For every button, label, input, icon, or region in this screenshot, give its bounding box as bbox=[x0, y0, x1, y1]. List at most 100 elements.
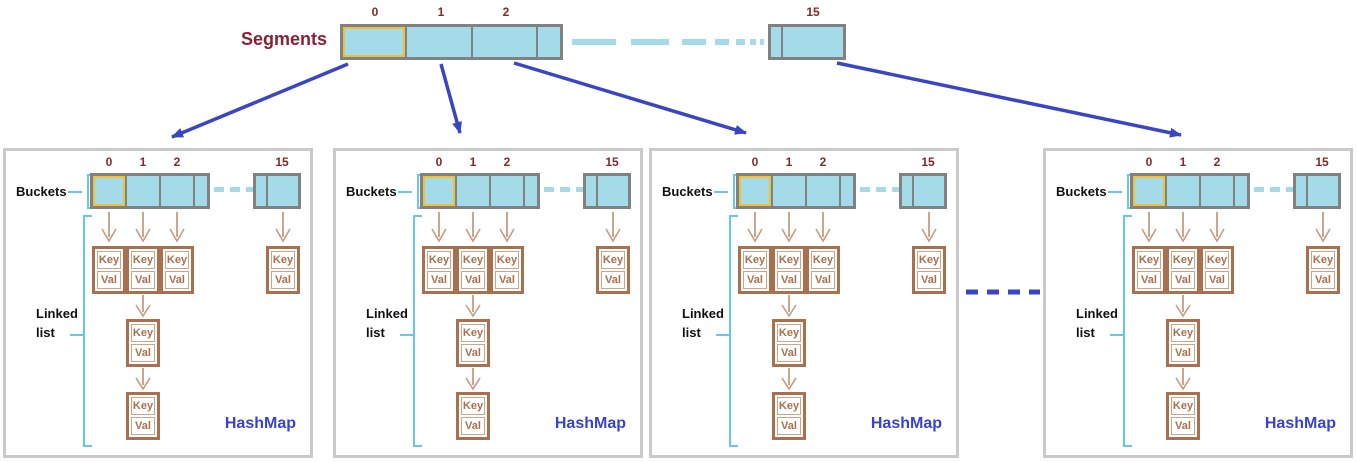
linked-list-bracket bbox=[413, 215, 422, 447]
entry-key: Key bbox=[777, 251, 801, 269]
segments-ellipsis bbox=[572, 39, 764, 45]
entry-val: Val bbox=[461, 344, 485, 362]
entry-node: Key Val bbox=[806, 246, 840, 294]
buckets-connector bbox=[68, 191, 82, 193]
bucket-array-tail bbox=[583, 173, 631, 209]
entry-val: Val bbox=[427, 271, 451, 289]
entry-val: Val bbox=[1171, 271, 1195, 289]
entry-node: Key Val bbox=[1200, 246, 1234, 294]
segments-label: Segments bbox=[241, 29, 328, 49]
entry-val: Val bbox=[917, 271, 941, 289]
segment-cell-1 bbox=[407, 27, 473, 57]
entry-node: Key Val bbox=[490, 246, 524, 294]
entry-val: Val bbox=[131, 417, 155, 435]
entry-key: Key bbox=[1137, 251, 1161, 269]
bucket-cell-2 bbox=[807, 176, 841, 206]
chain-arrow-icon bbox=[465, 295, 481, 318]
bucket-arrow-1-icon bbox=[465, 212, 481, 243]
entry-key: Key bbox=[97, 251, 121, 269]
segment-index-1: 1 bbox=[437, 5, 445, 19]
entry-key: Key bbox=[917, 251, 941, 269]
buckets-label: Buckets bbox=[662, 184, 713, 199]
bucket-cell-1 bbox=[127, 176, 161, 206]
entry-key: Key bbox=[427, 251, 451, 269]
hashmap-label: HashMap bbox=[1264, 415, 1336, 432]
entry-node: Key Val bbox=[266, 246, 300, 294]
bucket-arrow-1-icon bbox=[781, 212, 797, 243]
entry-val: Val bbox=[777, 417, 801, 435]
bucket-cell-0 bbox=[1133, 176, 1167, 206]
hashmap-panel: Buckets 0 1 2 15 bbox=[1043, 148, 1353, 458]
entry-node: Key Val bbox=[772, 392, 806, 440]
entry-node: Key Val bbox=[1166, 246, 1200, 294]
bucket-index-1: 1 bbox=[139, 155, 147, 169]
bucket-array bbox=[420, 173, 540, 209]
linked-list-bracket bbox=[83, 215, 92, 447]
entry-val: Val bbox=[1137, 271, 1161, 289]
entry-key: Key bbox=[1171, 251, 1195, 269]
bucket-cell-2 bbox=[161, 176, 195, 206]
bucket-cell-pre15 bbox=[256, 176, 268, 206]
hashmap-label: HashMap bbox=[554, 415, 626, 432]
hashmap-panel: Buckets 0 1 2 15 bbox=[3, 148, 313, 458]
bucket-index-15: 15 bbox=[921, 155, 935, 169]
entry-val: Val bbox=[601, 271, 625, 289]
entry-key: Key bbox=[461, 397, 485, 415]
entry-node: Key Val bbox=[1166, 392, 1200, 440]
entry-val: Val bbox=[461, 417, 485, 435]
segment-cell-0 bbox=[343, 27, 407, 57]
bucket-cell-1 bbox=[457, 176, 491, 206]
hashmap-panel: Buckets 0 1 2 15 bbox=[649, 148, 959, 458]
buckets-connector bbox=[398, 191, 412, 193]
bucket-index-0: 0 bbox=[751, 155, 759, 169]
segments-array-tail bbox=[768, 24, 846, 60]
linked-list-label: Linked list bbox=[366, 306, 408, 340]
bucket-arrow-15-icon bbox=[275, 212, 291, 243]
entry-val: Val bbox=[1171, 417, 1195, 435]
linked-list-connector bbox=[400, 334, 413, 336]
chain-arrow-icon bbox=[1175, 368, 1191, 391]
bucket-arrow-0-icon bbox=[101, 212, 117, 243]
bucket-array bbox=[736, 173, 856, 209]
linked-list-connector bbox=[716, 334, 729, 336]
buckets-connector bbox=[714, 191, 728, 193]
bucket-cell-2 bbox=[491, 176, 525, 206]
entry-node: Key Val bbox=[912, 246, 946, 294]
buckets-label: Buckets bbox=[346, 184, 397, 199]
entry-key: Key bbox=[461, 324, 485, 342]
chain-arrow-icon bbox=[781, 368, 797, 391]
bucket-cell-pre15 bbox=[586, 176, 598, 206]
entry-val: Val bbox=[1311, 271, 1335, 289]
entry-val: Val bbox=[777, 271, 801, 289]
segment-index-15: 15 bbox=[806, 5, 820, 19]
linked-list-label: Linked list bbox=[1076, 306, 1118, 340]
bucket-index-2: 2 bbox=[819, 155, 827, 169]
hashmap-label: HashMap bbox=[870, 415, 942, 432]
hashmap-panel: Buckets 0 1 2 15 bbox=[333, 148, 643, 458]
bucket-index-2: 2 bbox=[173, 155, 181, 169]
entry-node: Key Val bbox=[422, 246, 456, 294]
entry-key: Key bbox=[1171, 397, 1195, 415]
segment-arrow-3 bbox=[513, 61, 747, 135]
bucket-arrow-0-icon bbox=[747, 212, 763, 243]
bucket-arrow-2-icon bbox=[169, 212, 185, 243]
linked-list-bracket bbox=[729, 215, 738, 447]
hashmap-label: HashMap bbox=[224, 415, 296, 432]
bucket-arrow-15-icon bbox=[921, 212, 937, 243]
entry-key: Key bbox=[131, 324, 155, 342]
entry-node: Key Val bbox=[126, 319, 160, 367]
entry-val: Val bbox=[461, 271, 485, 289]
entry-node: Key Val bbox=[1306, 246, 1340, 294]
entry-val: Val bbox=[271, 271, 295, 289]
bucket-cell-0 bbox=[739, 176, 773, 206]
entry-val: Val bbox=[131, 344, 155, 362]
bucket-index-1: 1 bbox=[785, 155, 793, 169]
bucket-index-2: 2 bbox=[1213, 155, 1221, 169]
linked-list-connector bbox=[1110, 334, 1123, 336]
entry-node: Key Val bbox=[456, 319, 490, 367]
linked-list-label: Linked list bbox=[36, 306, 78, 340]
bucket-array-ellipsis bbox=[544, 187, 584, 192]
segment-cell-pre15 bbox=[771, 27, 783, 57]
buckets-label: Buckets bbox=[16, 184, 67, 199]
